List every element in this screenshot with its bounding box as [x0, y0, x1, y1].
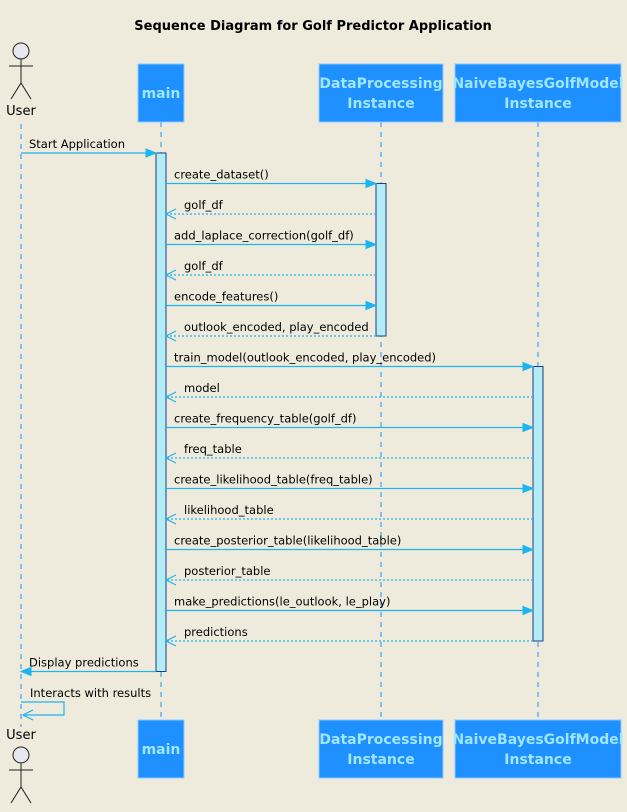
message-label: create_posterior_table(likelihood_table)	[174, 534, 401, 548]
actor-user-bottom: User	[6, 728, 36, 804]
participant-box	[318, 63, 444, 123]
participant-box	[318, 719, 444, 779]
arrow-head-icon	[522, 361, 535, 372]
arrow-head-icon	[365, 178, 378, 189]
message-19: Interacts with results	[21, 686, 151, 721]
activation-dp	[375, 183, 387, 337]
message-label: posterior_table	[184, 564, 270, 578]
arrow-head-icon	[164, 391, 177, 403]
message-7: outlook_encoded, play_encoded	[164, 320, 376, 342]
actor-label: User	[6, 104, 36, 119]
message-label: add_laplace_correction(golf_df)	[174, 229, 354, 243]
participant-label: NaiveBayesGolfModel	[452, 732, 623, 748]
arrow-head-icon	[365, 239, 378, 250]
message-1: Start Application	[21, 137, 158, 158]
message-label: Start Application	[29, 137, 125, 151]
message-4: add_laplace_correction(golf_df)	[166, 229, 378, 250]
message-3: golf_df	[164, 198, 376, 220]
arrow-head-icon	[21, 709, 34, 721]
message-label: predictions	[184, 625, 248, 639]
message-label: train_model(outlook_encoded, play_encode…	[174, 351, 436, 365]
arrow-head-icon	[164, 574, 177, 586]
activation-nb	[532, 366, 544, 642]
arrow-head-icon	[164, 635, 177, 647]
actor-user-top: User	[6, 42, 36, 119]
participant-label: NaiveBayesGolfModel	[452, 76, 623, 92]
actor-legs-icon	[10, 786, 32, 804]
arrow-head-icon	[164, 452, 177, 464]
message-label: golf_df	[184, 198, 224, 212]
message-label: outlook_encoded, play_encoded	[184, 320, 369, 334]
arrow-head-icon	[522, 544, 535, 555]
arrow-head-icon	[522, 422, 535, 433]
lifelines	[20, 122, 539, 727]
participant-main-top: main	[137, 63, 185, 123]
message-6: encode_features()	[166, 290, 378, 311]
arrow-head-icon	[164, 269, 177, 281]
participants: UserUsermainmainDataProcessingInstanceDa…	[6, 42, 624, 804]
participant-label: DataProcessing	[319, 732, 442, 748]
arrow-head-icon	[145, 148, 158, 158]
participant-label: Instance	[504, 752, 571, 768]
message-9: model	[164, 381, 533, 403]
activation-bars	[155, 152, 544, 672]
message-arrow	[21, 701, 65, 716]
actor-head-icon	[12, 746, 30, 764]
arrow-head-icon	[164, 513, 177, 525]
participant-label: main	[142, 86, 181, 102]
message-label: Display predictions	[29, 656, 139, 670]
arrow-head-icon	[522, 605, 535, 616]
actor-legs-icon	[10, 82, 32, 100]
activation-main	[155, 152, 167, 672]
participant-label: DataProcessing	[319, 76, 442, 92]
participant-box	[137, 63, 185, 123]
participant-box	[137, 719, 185, 779]
message-12: create_likelihood_table(freq_table)	[166, 473, 535, 494]
message-label: encode_features()	[174, 290, 278, 304]
diagram-title: Sequence Diagram for Golf Predictor Appl…	[134, 19, 491, 34]
messages: Start Application create_dataset() golf_df…	[19, 137, 535, 721]
message-label: create_dataset()	[174, 168, 269, 182]
participant-label: Instance	[347, 752, 414, 768]
message-5: golf_df	[164, 259, 376, 281]
message-2: create_dataset()	[166, 168, 378, 189]
participant-main-bottom: main	[137, 719, 185, 779]
actor-label: User	[6, 728, 36, 743]
actor-head-icon	[12, 42, 30, 60]
message-8: train_model(outlook_encoded, play_encode…	[166, 351, 535, 372]
message-label: create_likelihood_table(freq_table)	[174, 473, 373, 487]
message-label: golf_df	[184, 259, 224, 273]
message-15: posterior_table	[164, 564, 533, 586]
message-18: Display predictions	[19, 656, 156, 677]
message-label: likelihood_table	[184, 503, 274, 517]
message-label: freq_table	[184, 442, 242, 456]
message-label: make_predictions(le_outlook, le_play)	[174, 595, 390, 609]
message-13: likelihood_table	[164, 503, 533, 525]
message-11: freq_table	[164, 442, 533, 464]
message-14: create_posterior_table(likelihood_table)	[166, 534, 535, 555]
message-label: create_frequency_table(golf_df)	[174, 412, 356, 426]
arrow-head-icon	[164, 330, 177, 342]
participant-label: Instance	[347, 96, 414, 112]
message-label: Interacts with results	[30, 686, 151, 700]
arrow-head-icon	[365, 300, 378, 311]
participant-box	[454, 63, 622, 123]
arrow-head-icon	[522, 483, 535, 494]
arrow-head-icon	[164, 208, 177, 220]
participant-label: Instance	[504, 96, 571, 112]
participant-box	[454, 719, 622, 779]
message-17: predictions	[164, 625, 533, 647]
message-label: model	[184, 381, 220, 395]
arrow-head-icon	[19, 666, 32, 677]
message-10: create_frequency_table(golf_df)	[166, 412, 535, 433]
message-16: make_predictions(le_outlook, le_play)	[166, 595, 535, 616]
participant-label: main	[142, 742, 181, 758]
